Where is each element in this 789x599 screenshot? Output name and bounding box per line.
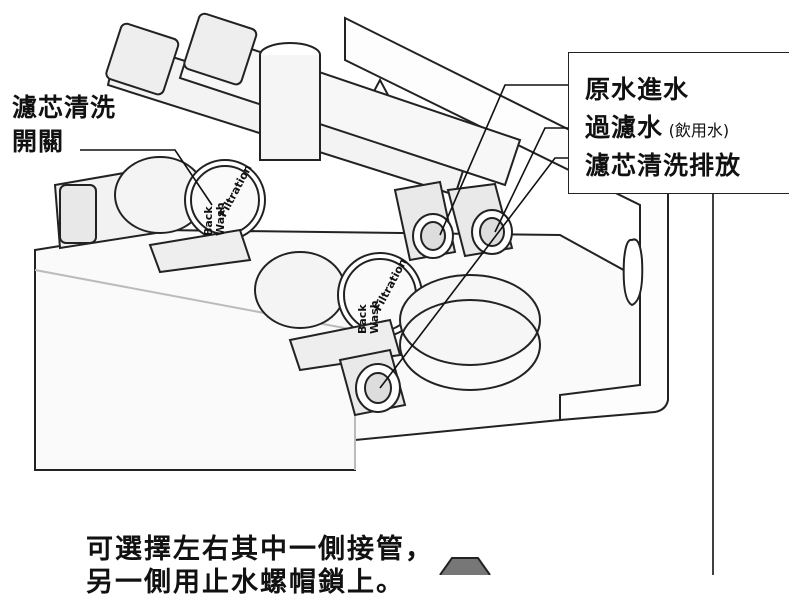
callout-box — [568, 52, 789, 194]
filtered-water-outlet-fitting — [446, 182, 514, 258]
raw-water-label: 原水進水 — [585, 75, 690, 104]
flush-drain-label: 濾芯清洗排放 — [585, 151, 742, 180]
note-line1: 可選擇左右其中一側接管， — [86, 534, 434, 565]
switch-label-line1: 濾芯清洗 — [12, 93, 117, 122]
filtered-water-label: 過濾水 — [585, 113, 664, 142]
stop-nut-icon — [439, 557, 491, 575]
note-line2: 另一側用止水螺帽鎖上。 — [86, 567, 405, 598]
leader-raw-water — [439, 84, 575, 236]
filtered-water-row: 過濾水 (飲用水) — [585, 108, 729, 144]
knob-right-wash: Wash — [368, 300, 381, 334]
raw-water-inlet-fitting — [393, 180, 457, 262]
switch-label-line2: 開關 — [12, 127, 65, 156]
knob-left-back: Back — [202, 206, 215, 236]
knob-left-wash: Wash — [214, 202, 227, 236]
filter-valve-illustration: Filtration Back Wash Filtration Back Was… — [34, 12, 714, 575]
filtered-water-note: (飲用水) — [668, 121, 730, 140]
leader-switch — [80, 149, 213, 206]
flush-drain-fitting — [338, 348, 407, 417]
leader-filtered-water — [494, 127, 575, 233]
knob-right-back: Back — [356, 304, 369, 334]
